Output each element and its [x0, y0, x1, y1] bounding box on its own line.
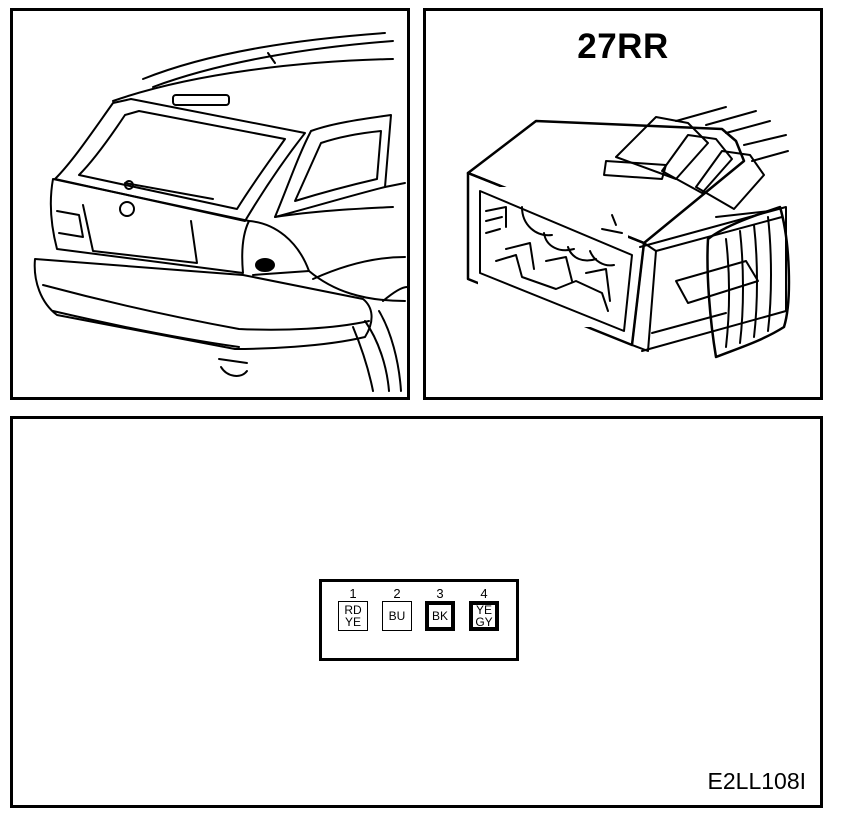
- wire-color-primary: RD: [344, 603, 362, 617]
- pin-number: 1: [349, 586, 357, 601]
- pin-wire-color: RD YE: [338, 601, 368, 631]
- pin-wire-color: YE GY: [469, 601, 499, 631]
- wire-color-primary: BU: [388, 609, 406, 623]
- wire-color-secondary: YE: [344, 615, 361, 629]
- car-rear-illustration-panel: [10, 8, 410, 400]
- pin-number: 4: [480, 586, 488, 601]
- pin-wire-color: BU: [382, 601, 412, 631]
- connector-drawing: [466, 106, 791, 359]
- pin-1: 1 RD YE: [336, 587, 370, 631]
- connector-illustration-panel: 27RR: [423, 8, 823, 400]
- wire-color-primary: YE: [475, 603, 492, 617]
- pin-3: 3 BK: [423, 587, 457, 631]
- pin-4: 4 YE GY: [467, 587, 501, 631]
- wire-color-primary: BK: [431, 609, 448, 623]
- pin-number: 3: [436, 586, 444, 601]
- pinout-panel: 1 RD YE 2 BU 3 BK 4 YE GY E2LL108I: [10, 416, 823, 808]
- figure-code: E2LL108I: [707, 768, 806, 794]
- pin-wire-color: BK: [425, 601, 455, 631]
- pin-2: 2 BU: [380, 587, 414, 631]
- pin-number: 2: [393, 586, 401, 601]
- wire-color-secondary: GY: [475, 615, 493, 629]
- connector-face: 1 RD YE 2 BU 3 BK 4 YE GY: [319, 579, 519, 661]
- connector-title: 27RR: [577, 27, 669, 66]
- car-rear-drawing: [33, 32, 407, 392]
